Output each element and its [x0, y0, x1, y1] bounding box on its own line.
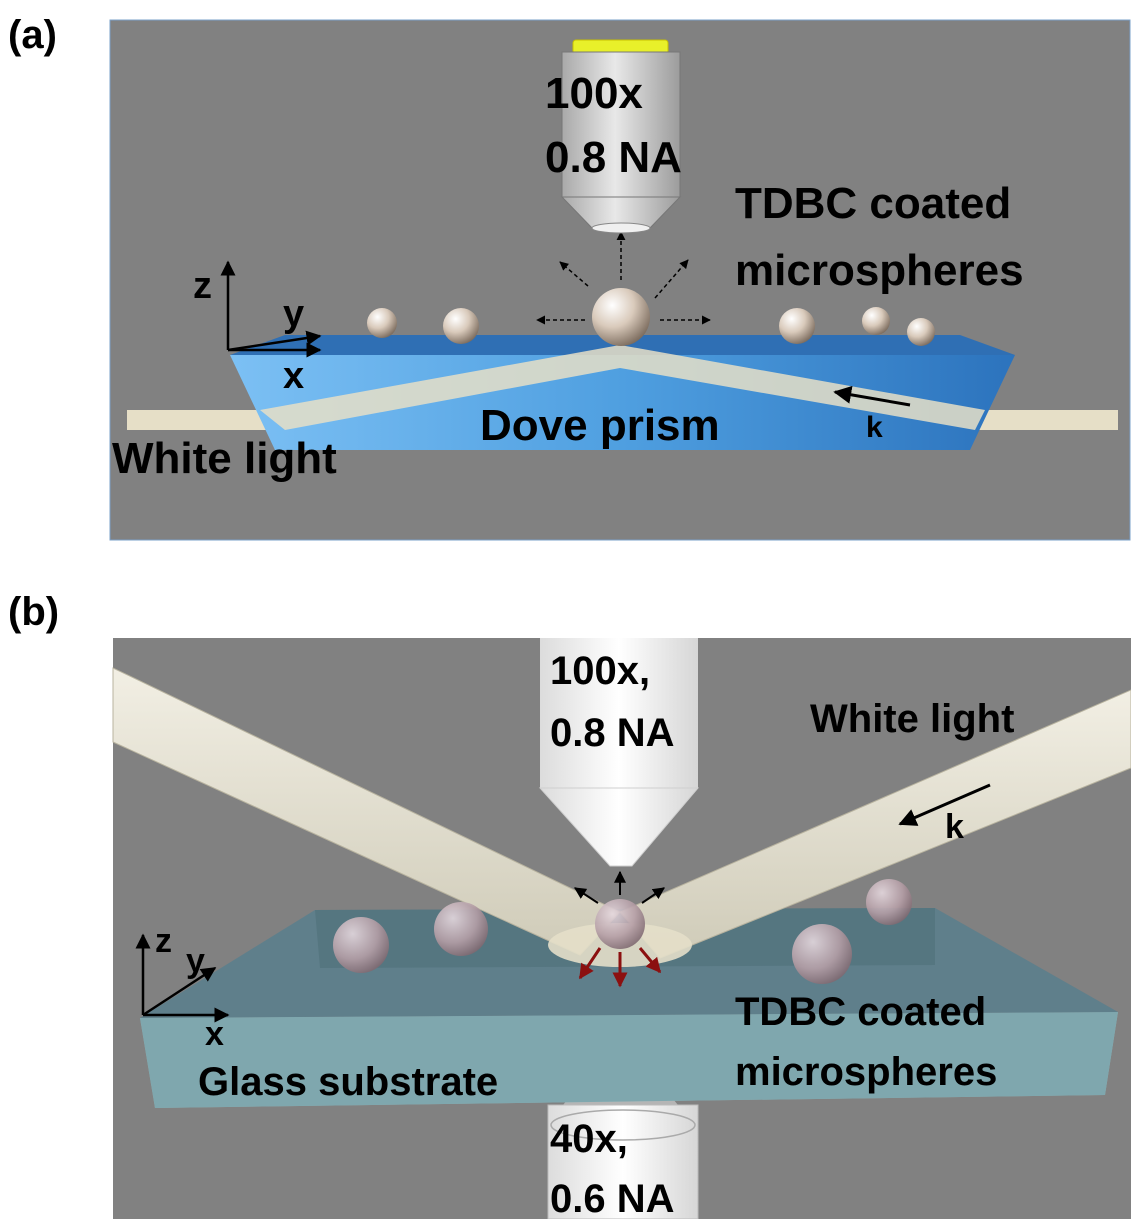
top-objective-mag-label: 100x, [550, 649, 650, 693]
k-arrow [833, 385, 911, 407]
microsphere [792, 924, 852, 984]
axis-x-label-b: x [205, 1015, 224, 1053]
axes-a [220, 260, 322, 358]
microsphere [434, 902, 488, 956]
axis-x-label-a: x [283, 355, 304, 397]
prism-beam-out [620, 345, 985, 430]
objective-100x-a [560, 39, 682, 234]
bottom-objective-mag-label: 40x, [550, 1117, 628, 1161]
emission-arrows-down [578, 947, 662, 988]
microsphere [367, 308, 397, 338]
scattering-arrows [536, 231, 711, 325]
center-microsphere [595, 899, 645, 949]
panel-b-tag: (b) [8, 590, 59, 634]
axis-z-label-b: z [155, 922, 172, 960]
microsphere [907, 318, 935, 346]
scattering-arrows-up [573, 870, 665, 904]
microsphere [333, 917, 389, 973]
panel-a-tag: (a) [8, 13, 57, 57]
white-light-label-a: White light [112, 434, 337, 483]
substrate-label: Glass substrate [198, 1060, 498, 1104]
axis-y-label-a: y [283, 293, 304, 335]
sample-label-b-line2: microspheres [735, 1050, 997, 1094]
microsphere [862, 307, 890, 335]
objective-mag-label: 100x [545, 69, 643, 118]
prism-beam-in [260, 345, 620, 430]
center-microsphere [592, 288, 650, 346]
objective-na-label: 0.8 NA [545, 133, 682, 182]
panel-b: (b) 100x, 0.8 NA White light k TDBC coat… [8, 590, 1131, 1219]
microsphere [779, 308, 815, 344]
dove-prism [230, 355, 1015, 450]
top-objective-na-label: 0.8 NA [550, 711, 675, 755]
objective-100x-b [538, 638, 700, 867]
k-label-b: k [945, 808, 964, 846]
input-beam [127, 410, 277, 430]
prism-label: Dove prism [480, 401, 720, 450]
sample-label-line1: TDBC coated [735, 179, 1011, 228]
sample-label-line2: microspheres [735, 246, 1024, 295]
white-light-label-b: White light [810, 697, 1014, 741]
bottom-objective-na-label: 0.6 NA [550, 1177, 675, 1219]
axes-b [135, 933, 230, 1023]
k-arrow-b [898, 783, 991, 826]
axis-z-label-a: z [193, 265, 212, 307]
microsphere [443, 308, 479, 344]
panel-a: (a) 100x 0.8 NA TDBC coated microspheres… [8, 13, 1131, 541]
glass-substrate-front [140, 1012, 1118, 1108]
axis-y-label-b: y [186, 942, 205, 980]
microsphere [866, 879, 912, 925]
k-label-a: k [866, 411, 883, 444]
output-beam [970, 410, 1118, 430]
sample-label-b-line1: TDBC coated [735, 990, 986, 1034]
